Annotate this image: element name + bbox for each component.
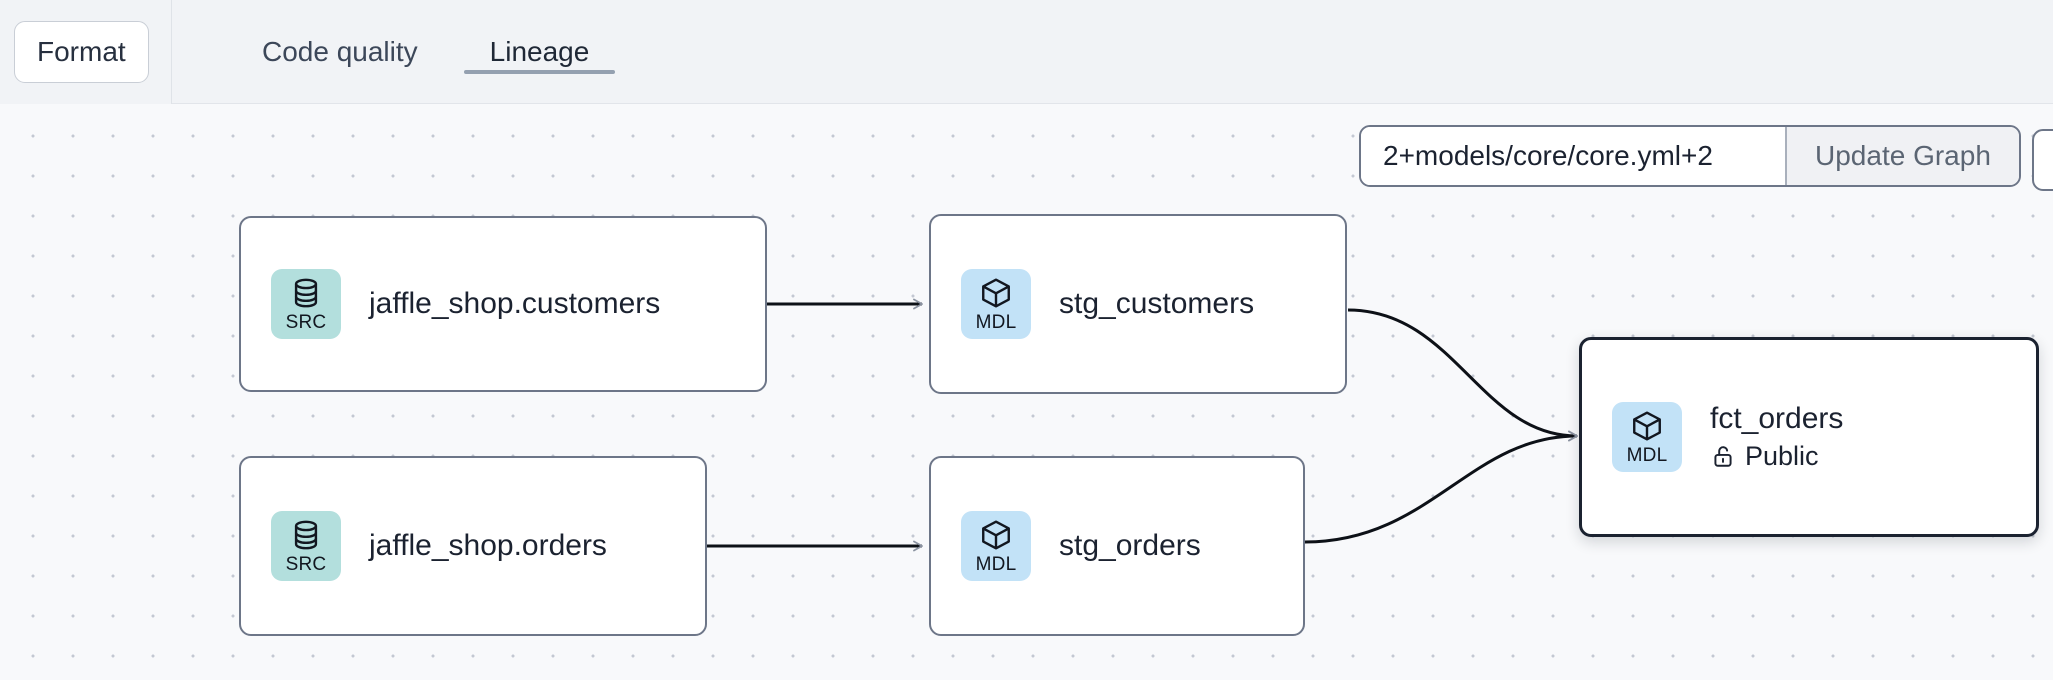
node-jaffle-shop-customers[interactable]: SRC jaffle_shop.customers <box>239 216 767 392</box>
node-body: jaffle_shop.customers <box>369 287 660 321</box>
badge-label: SRC <box>285 554 327 575</box>
node-stg-customers[interactable]: MDL stg_customers <box>929 214 1347 394</box>
badge-src: SRC <box>271 511 341 581</box>
edge-stg-customers-to-fct-orders <box>1347 308 1578 442</box>
badge-mdl: MDL <box>1612 402 1682 472</box>
badge-label: SRC <box>285 312 327 333</box>
overflow-control-button[interactable] <box>2032 129 2053 191</box>
badge-mdl: MDL <box>961 269 1031 339</box>
unlock-icon <box>1714 446 1732 468</box>
node-access: Public <box>1710 441 1843 472</box>
tab-code-quality[interactable]: Code quality <box>262 35 418 67</box>
node-title: jaffle_shop.customers <box>369 287 661 321</box>
database-icon <box>294 520 318 550</box>
node-stg-orders[interactable]: MDL stg_orders <box>929 456 1305 636</box>
editor-toolbar: Format Code quality Lineage <box>0 0 2053 104</box>
graph-control-group: Update Graph <box>1359 125 2021 187</box>
cube-icon <box>982 520 1010 550</box>
badge-label: MDL <box>975 554 1017 575</box>
database-icon <box>294 278 318 308</box>
node-title: stg_customers <box>1059 287 1255 321</box>
node-title: stg_orders <box>1059 529 1201 563</box>
badge-label: MDL <box>1626 445 1668 466</box>
node-body: fct_orders Public <box>1710 402 1843 472</box>
node-body: jaffle_shop.orders <box>369 529 607 563</box>
update-graph-button[interactable]: Update Graph <box>1785 127 2019 185</box>
node-title: jaffle_shop.orders <box>369 529 607 563</box>
lineage-canvas[interactable]: SRC jaffle_shop.customers SRC jaffle_sho… <box>0 104 2053 680</box>
cube-icon <box>1633 411 1661 441</box>
cube-icon <box>982 278 1010 308</box>
tab-bar: Code quality Lineage <box>172 0 625 104</box>
badge-label: MDL <box>975 312 1017 333</box>
model-selector-input[interactable] <box>1361 127 1785 185</box>
badge-src: SRC <box>271 269 341 339</box>
edge-stg-orders-to-fct-orders <box>1304 430 1578 544</box>
node-jaffle-shop-orders[interactable]: SRC jaffle_shop.orders <box>239 456 707 636</box>
tab-lineage[interactable]: Lineage <box>454 0 626 104</box>
node-access-label: Public <box>1745 440 1819 471</box>
node-fct-orders[interactable]: MDL fct_orders Public <box>1579 337 2039 537</box>
node-body: stg_customers <box>1059 287 1254 321</box>
format-zone: Format <box>0 0 172 104</box>
node-body: stg_orders <box>1059 529 1201 563</box>
badge-mdl: MDL <box>961 511 1031 581</box>
node-title: fct_orders <box>1710 402 1844 436</box>
format-button[interactable]: Format <box>14 20 149 83</box>
